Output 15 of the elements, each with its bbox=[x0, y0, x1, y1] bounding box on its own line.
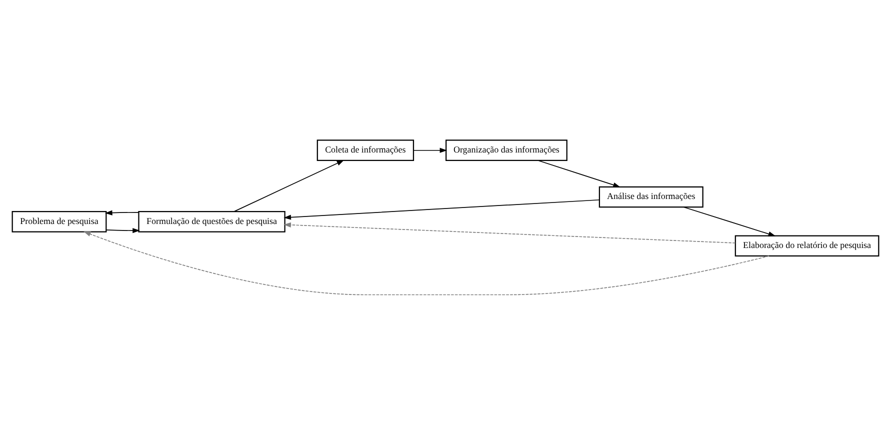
arrow bbox=[284, 199, 600, 220]
node-box: Análise das informações bbox=[598, 186, 704, 208]
node-box: Formulação de questões de pesquisa bbox=[138, 211, 286, 232]
arrow bbox=[683, 206, 776, 236]
arrow bbox=[106, 228, 140, 234]
arrow bbox=[104, 210, 140, 216]
arrow bbox=[413, 148, 448, 153]
arrow bbox=[83, 231, 770, 296]
node-box: Elaboração do relatório de pesquisa bbox=[734, 235, 880, 257]
node-box: Organização das informações bbox=[446, 140, 568, 162]
arrow bbox=[284, 222, 736, 244]
arrow bbox=[234, 160, 344, 212]
node-box: Problema de pesquisa bbox=[12, 211, 107, 232]
arrow bbox=[538, 160, 620, 188]
node-box: Coleta de informações bbox=[316, 140, 414, 162]
